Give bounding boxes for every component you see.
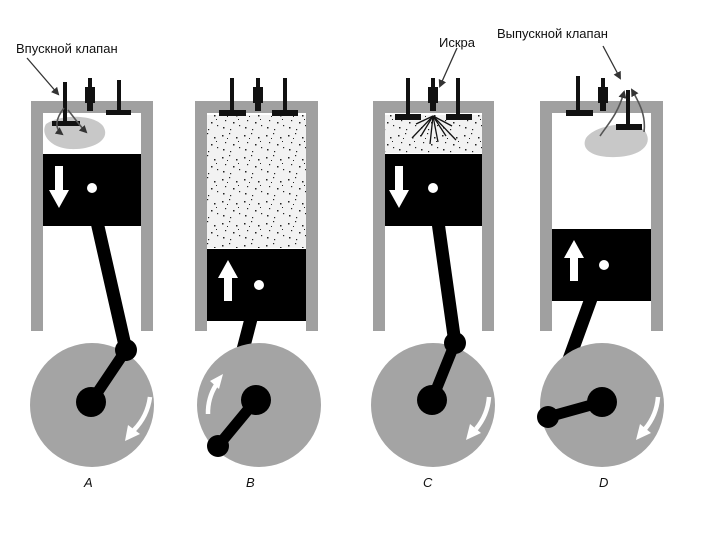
spark-label-leader [438,47,458,88]
crank-pin [115,339,137,361]
exhaust-valve [446,78,472,120]
intake-valve [566,76,593,116]
rotation-arrow [474,396,492,431]
exhaust-valve [616,90,642,130]
piston-pin [87,183,97,193]
piston-pin [254,280,264,290]
intake-valve [52,82,80,126]
rotation-arrowhead [636,424,651,440]
exhaust-gas-cloud [584,124,648,158]
panel-label-b: B [246,475,255,490]
crank-pin [537,406,559,428]
crank-pin [444,332,466,354]
exhaust-valve [272,78,298,116]
exhaust-flow-arrow [631,88,646,133]
panel-label-d: D [599,475,609,490]
connecting-rod [431,215,462,350]
rotation-arrowhead [125,425,140,441]
crank-pin [207,435,229,457]
crankshaft-center [241,385,271,415]
compressed-mixture [207,115,306,248]
intake-valve-label: Впускной клапан [16,41,118,56]
rotation-arrow [132,396,153,432]
panel-b-compression-stroke [195,78,321,467]
spark-label: Искра [439,35,475,50]
panel-c-power-stroke [371,78,495,467]
connecting-rod [90,215,133,357]
panel-a-intake-stroke [30,78,154,467]
piston-down-arrow [49,166,69,208]
intake-flow-arrow [54,107,65,136]
crankshaft-center [417,385,447,415]
piston-up-arrow [218,260,238,301]
piston-pin [599,260,609,270]
spark-plug [253,78,263,111]
exhaust-label-leader [602,45,621,80]
crankshaft-center [76,387,106,417]
exhaust-valve [106,80,131,115]
piston-down-arrow [389,166,409,208]
rotation-arrow [643,396,661,431]
panel-d-exhaust-stroke [537,76,664,467]
rotation-arrow [205,383,218,415]
spark-plug [85,78,95,111]
rotation-arrowhead [210,374,223,389]
spark-burst [411,115,457,145]
panel-label-c: C [423,475,433,490]
intake-valve [395,78,421,120]
crankshaft-center [587,387,617,417]
intake-valve [219,78,246,116]
intake-label-leader [26,57,60,96]
piston-pin [428,183,438,193]
piston-up-arrow [564,240,584,281]
spark-plug [428,78,438,111]
spark-plug [598,78,608,111]
intake-flow-arrow [67,109,88,134]
panel-label-a: A [84,475,93,490]
rotation-arrowhead [466,424,481,440]
exhaust-valve-label: Выпускной клапан [497,26,608,41]
exhaust-flow-arrow [599,90,627,137]
